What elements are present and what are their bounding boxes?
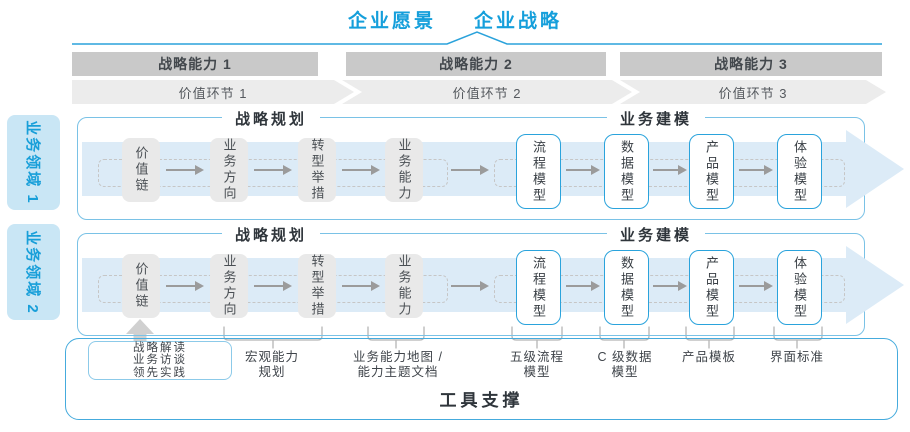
value-chevron-3	[620, 80, 886, 104]
box-label: 产品模型	[704, 139, 719, 204]
box-label: 数据模型	[619, 139, 634, 204]
box-label: 体验模型	[792, 255, 807, 320]
box-transformation: 转型举措	[298, 138, 336, 202]
flow-arrow-icon	[739, 165, 773, 175]
tool-support-title: 工具支撑	[439, 391, 524, 410]
section-header-planning: 战略规划	[221, 108, 321, 129]
flow-arrow-icon	[342, 165, 380, 175]
box-label: 价值链	[133, 262, 149, 310]
capability-bar-3: 战略能力 3	[620, 52, 882, 76]
brace-ui-standard	[773, 326, 823, 349]
capability-bar-2: 战略能力 2	[346, 52, 606, 76]
domain-label-2: 业务领域 2	[24, 229, 42, 315]
value-link-label-2: 价值环节 2	[452, 86, 522, 101]
box-product-model: 产品模型	[689, 250, 734, 325]
domain-row-2: 战略规划 业务建模 价值链 业务方向 转型举措 业务能力 流程模型 数据模型 产…	[77, 224, 904, 336]
divider-peak-line	[72, 31, 882, 45]
up-arrow-icon	[126, 319, 154, 348]
domain-bar-2: 业务领域 2	[7, 224, 60, 320]
box-label: 流程模型	[531, 139, 546, 204]
strategy-title: 企业战略	[474, 11, 563, 32]
box-business-direction: 业务方向	[210, 138, 248, 202]
label-process-model: 五级流程 模型	[509, 350, 565, 379]
flow-arrow-icon	[653, 281, 687, 291]
domain-bar-1: 业务领域 1	[7, 115, 60, 210]
box-label: 业务方向	[221, 138, 237, 202]
box-experience-model: 体验模型	[777, 250, 822, 325]
practice-box: 战略解读 业务访谈 领先实践	[88, 341, 232, 380]
label-ui-standard: 界面标准	[769, 350, 825, 364]
box-label: 业务能力	[396, 138, 412, 202]
box-business-capability: 业务能力	[385, 254, 423, 318]
box-label: 价值链	[133, 146, 149, 194]
box-value-chain: 价值链	[122, 254, 160, 318]
flow-arrow-icon	[451, 281, 489, 291]
flow-arrow-icon	[254, 281, 292, 291]
box-value-chain: 价值链	[122, 138, 160, 202]
box-process-model: 流程模型	[516, 250, 561, 325]
value-link-label-3: 价值环节 3	[718, 86, 788, 101]
brace-product-template	[685, 326, 735, 349]
capability-label-2: 战略能力 2	[439, 56, 513, 72]
flow-arrow-icon	[166, 165, 204, 175]
section-header-modeling: 业务建模	[606, 108, 706, 129]
box-label: 产品模型	[704, 255, 719, 320]
modeling-dashed-track	[494, 275, 845, 303]
capability-label-1: 战略能力 1	[158, 56, 232, 72]
page-header: 企业愿景 企业战略	[0, 6, 910, 33]
box-data-model: 数据模型	[604, 134, 649, 209]
value-chevron-1	[72, 80, 354, 104]
box-label: 业务能力	[396, 254, 412, 318]
section-header-modeling: 业务建模	[606, 224, 706, 245]
flow-arrow-icon	[166, 281, 204, 291]
brace-group	[223, 326, 823, 349]
box-business-capability: 业务能力	[385, 138, 423, 202]
box-label: 转型举措	[309, 138, 325, 202]
label-product-template: 产品模板	[681, 350, 737, 364]
flow-arrow-icon	[739, 281, 773, 291]
brace-capability-map	[367, 326, 425, 349]
flow-arrow-icon	[566, 165, 600, 175]
label-data-model: C 级数据 模型	[597, 350, 653, 379]
tool-support-container: 工具支撑	[65, 338, 898, 420]
box-process-model: 流程模型	[516, 134, 561, 209]
planning-dashed-track	[98, 159, 448, 187]
value-link-label-1: 价值环节 1	[178, 86, 248, 101]
capability-label-3: 战略能力 3	[714, 56, 788, 72]
box-label: 数据模型	[619, 255, 634, 320]
modeling-dashed-track	[494, 159, 845, 187]
box-label: 业务方向	[221, 254, 237, 318]
box-label: 流程模型	[531, 255, 546, 320]
box-label: 体验模型	[792, 139, 807, 204]
box-product-model: 产品模型	[689, 134, 734, 209]
label-macro-capability: 宏观能力 规划	[244, 350, 300, 379]
domain-label-1: 业务领域 1	[24, 120, 42, 205]
flow-arrow-icon	[342, 281, 380, 291]
planning-dashed-track	[98, 275, 448, 303]
brace-macro-capability	[223, 326, 323, 349]
vision-title: 企业愿景	[347, 11, 436, 32]
value-chevron-2	[342, 80, 632, 104]
section-header-planning: 战略规划	[221, 224, 321, 245]
domain-row-1: 战略规划 业务建模 价值链 业务方向 转型举措 业务能力 流程模型 数据模型 产…	[77, 108, 904, 220]
flow-arrow-icon	[566, 281, 600, 291]
box-label: 转型举措	[309, 254, 325, 318]
brace-process-model	[511, 326, 563, 349]
flow-arrow-icon	[653, 165, 687, 175]
brace-data-model	[599, 326, 650, 349]
flow-arrow-icon	[254, 165, 292, 175]
box-experience-model: 体验模型	[777, 134, 822, 209]
label-capability-map: 业务能力地图 / 能力主题文档	[353, 350, 443, 379]
flow-arrow-icon	[451, 165, 489, 175]
box-data-model: 数据模型	[604, 250, 649, 325]
capability-bar-1: 战略能力 1	[72, 52, 318, 76]
box-transformation: 转型举措	[298, 254, 336, 318]
box-business-direction: 业务方向	[210, 254, 248, 318]
